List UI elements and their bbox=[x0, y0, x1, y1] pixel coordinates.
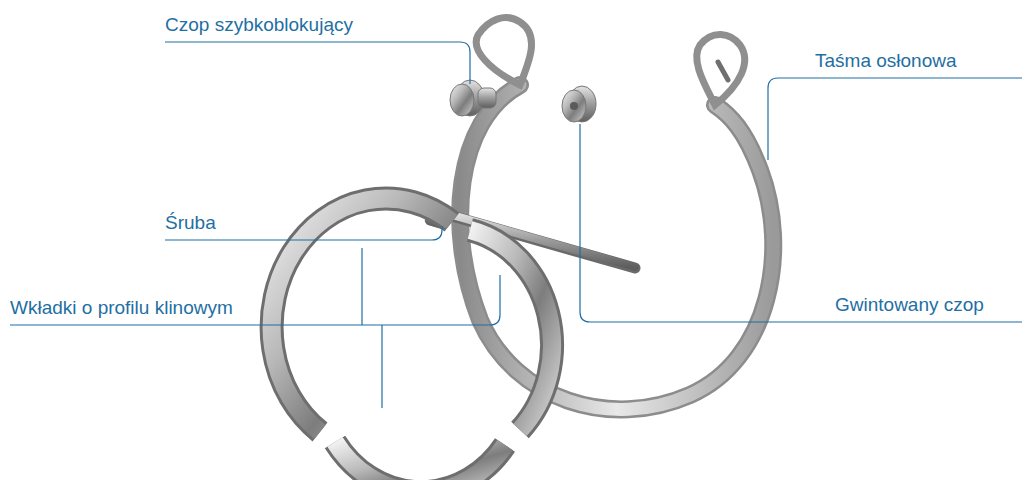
threaded-pin bbox=[562, 86, 596, 122]
insert-left-shadow bbox=[272, 198, 452, 432]
quick-lock-pin bbox=[450, 80, 496, 116]
part-label: Czop szybkoblokujący bbox=[165, 14, 353, 36]
insert-bottom-shadow bbox=[335, 442, 505, 480]
wedge-inserts bbox=[272, 198, 552, 480]
leader-line bbox=[165, 42, 470, 84]
part-label: Gwintowany czop bbox=[835, 294, 984, 316]
leader-line bbox=[580, 124, 1022, 322]
part-label: Taśma osłonowa bbox=[815, 50, 957, 72]
insert-right-upper-shadow bbox=[470, 230, 552, 430]
band-illustration bbox=[460, 18, 773, 410]
part-label: Śruba bbox=[165, 212, 216, 234]
band-eye-left bbox=[476, 18, 531, 85]
pin-neck bbox=[478, 88, 496, 108]
part-label: Wkładki o profilu klinowym bbox=[10, 297, 233, 319]
leader-line bbox=[361, 248, 362, 325]
threaded-pin-end bbox=[562, 90, 586, 122]
threaded-pin-hole bbox=[570, 102, 578, 110]
leader-lines bbox=[10, 42, 1022, 408]
leader-line bbox=[381, 325, 382, 408]
pin-end bbox=[450, 84, 474, 116]
insert-right-upper bbox=[470, 230, 552, 430]
leader-line bbox=[768, 78, 1022, 160]
insert-bottom bbox=[335, 442, 505, 480]
leader-line bbox=[10, 275, 500, 325]
band-eye-slot bbox=[718, 62, 728, 80]
band-eye-right bbox=[697, 34, 745, 105]
insert-left bbox=[272, 198, 452, 432]
